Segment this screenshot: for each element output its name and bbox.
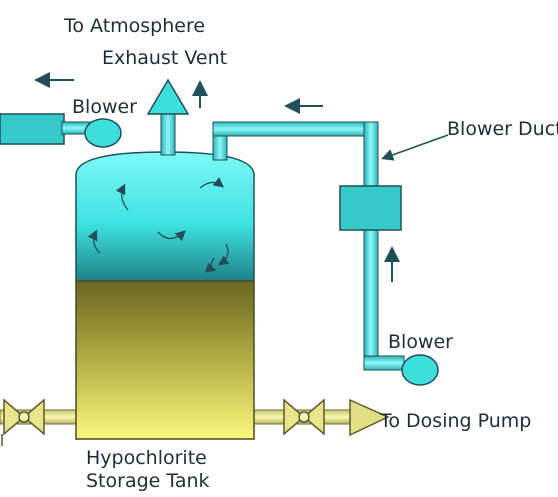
blower-icon: [84, 118, 122, 148]
label-to-atmosphere: To Atmosphere: [63, 15, 205, 37]
left-blower: [0, 113, 122, 148]
valve-icon: [1, 398, 45, 446]
swirl-arrow-icon: [115, 183, 129, 211]
label-tank-line2: Storage Tank: [86, 470, 210, 492]
label-blower-left: Blower: [72, 96, 137, 118]
blower-duct-pointer: [381, 134, 449, 161]
swirl-arrow-icon: [87, 229, 101, 254]
exhaust-vent: [146, 78, 190, 156]
label-blower-duct: Blower Duct: [447, 118, 558, 140]
label-to-dosing-pump: To Dosing Pump: [379, 410, 531, 432]
label-exhaust-vent: Exhaust Vent: [102, 47, 227, 69]
swirl-arrow-icon: [199, 177, 225, 189]
label-tank-line1: Hypochlorite: [86, 447, 207, 469]
duct-filter-box: [339, 185, 402, 231]
swirl-arrow-icon: [217, 243, 230, 266]
swirl-arrow-icon: [204, 257, 217, 273]
valve-icon: [283, 398, 325, 436]
storage-tank: [75, 151, 255, 440]
blower-icon: [401, 354, 439, 386]
dosing-flow-arrow: [349, 398, 390, 437]
label-blower-bottom: Blower: [388, 331, 453, 353]
swirl-arrow-icon: [157, 230, 186, 242]
